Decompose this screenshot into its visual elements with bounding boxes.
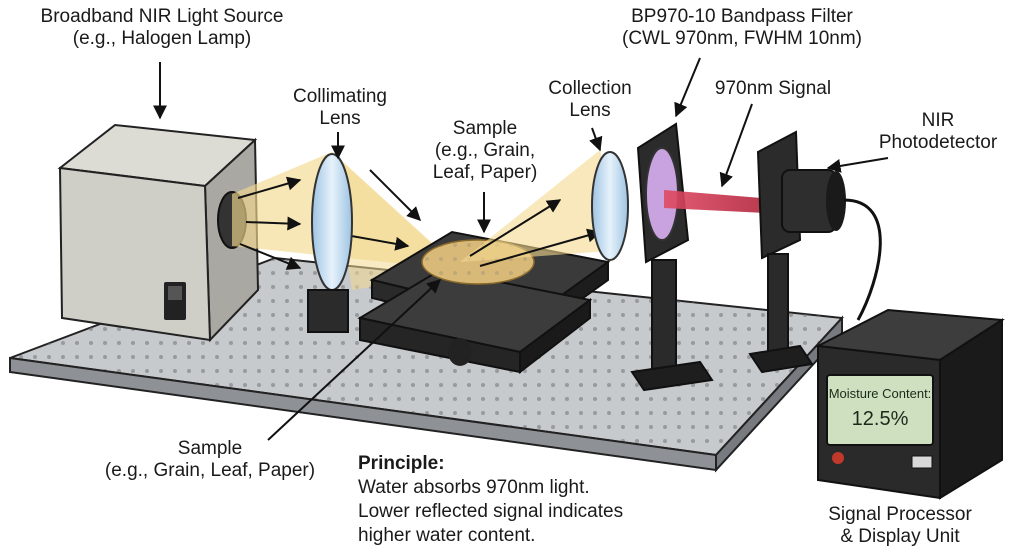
bandpass-filter <box>630 122 714 392</box>
display-value: 12.5% <box>851 408 909 430</box>
collimating-lens-label: Collimating Lens <box>293 86 387 129</box>
photodetector <box>748 130 882 374</box>
collection-lens <box>591 151 629 261</box>
collection-lens-label: Collection Lens <box>548 78 632 121</box>
principle-heading: Principle: <box>358 453 445 474</box>
light-source-label: Broadband NIR Light Source (e.g., Haloge… <box>40 6 284 49</box>
photodetector-label: NIR Photodetector <box>878 110 998 153</box>
indicator-led-icon <box>832 452 844 464</box>
arrow-icon <box>267 279 442 441</box>
display-label: Moisture Content: <box>828 386 932 401</box>
callout-arrows <box>153 57 889 441</box>
sample-top-label: Sample (e.g., Grain, Leaf, Paper) <box>432 118 538 183</box>
button-icon[interactable] <box>911 455 933 469</box>
collimating-lens <box>307 153 353 333</box>
arrow-icon <box>826 157 889 173</box>
lcd-screen <box>826 374 934 446</box>
light-source-housing <box>57 123 260 343</box>
signal-label: 970nm Signal <box>714 78 832 99</box>
reflected-beam <box>460 150 622 267</box>
signal-processor <box>814 308 1005 500</box>
arrow-icon <box>589 127 603 152</box>
sample-bottom-label: Sample (e.g., Grain, Leaf, Paper) <box>104 438 316 481</box>
principle-text: Principle: Water absorbs 970nm light. Lo… <box>358 453 624 546</box>
arrow-icon <box>674 57 701 118</box>
bandpass-filter-label: BP970-10 Bandpass Filter (CWL 970nm, FWH… <box>622 6 862 49</box>
processor-label: Signal Processor & Display Unit <box>828 504 972 547</box>
arrow-icon <box>719 103 753 188</box>
signal-beam <box>664 190 786 214</box>
